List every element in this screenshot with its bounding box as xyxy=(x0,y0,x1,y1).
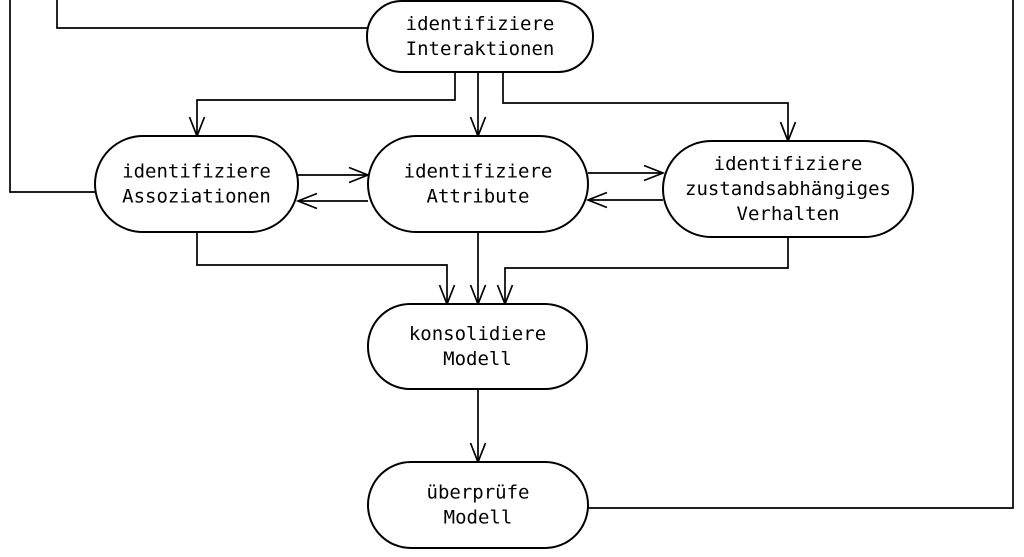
edge-interaktionen-assoziationen xyxy=(188,72,456,139)
node-shape-ueberpruefe xyxy=(367,461,589,549)
edge-line-offscreen-to-assoziationen xyxy=(9,0,95,193)
node-label-assoziationen: Assoziationen xyxy=(122,186,271,208)
node-label-konsolidiere: konsolidiere xyxy=(409,323,546,345)
edge-line-interaktionen-assoziationen xyxy=(196,72,456,136)
node-label-interaktionen: identifiziere xyxy=(406,13,555,35)
node-shape-verhalten xyxy=(662,140,914,238)
edge-assoziationen-attribute xyxy=(298,166,371,184)
node-shape-assoziationen xyxy=(94,135,299,233)
arrowhead-icon xyxy=(295,192,318,210)
edge-verhalten-konsolidiere xyxy=(496,237,789,307)
edge-attribute-konsolidiere xyxy=(469,232,487,307)
node-label-ueberpruefe: überprüfe xyxy=(427,482,530,504)
node-shape-interaktionen xyxy=(366,0,594,73)
node-label-verhalten: Verhalten xyxy=(737,203,840,225)
arrowhead-icon xyxy=(643,164,666,182)
edge-konsolidiere-ueberpruefe xyxy=(469,389,487,465)
edge-verhalten-attribute xyxy=(585,191,663,209)
edge-attribute-assoziationen xyxy=(295,192,368,210)
edge-interaktionen-attribute xyxy=(469,72,487,139)
node-label-assoziationen: identifiziere xyxy=(122,161,271,183)
node-label-attribute: Attribute xyxy=(427,186,530,208)
arrowhead-icon xyxy=(585,191,608,209)
node-shape-konsolidiere xyxy=(367,303,588,390)
edge-ueberpruefe-offscreen xyxy=(588,0,1014,509)
edge-line-assoziationen-konsolidiere xyxy=(196,232,448,304)
edge-offscreen-to-interaktionen xyxy=(56,0,367,29)
edge-attribute-verhalten xyxy=(588,164,666,182)
edge-line-offscreen-to-interaktionen xyxy=(56,0,367,29)
node-label-konsolidiere: Modell xyxy=(443,348,512,370)
node-label-ueberpruefe: Modell xyxy=(444,507,513,529)
edge-offscreen-to-assoziationen xyxy=(9,0,95,193)
edge-interaktionen-verhalten xyxy=(502,72,797,144)
node-shape-attribute xyxy=(367,135,589,233)
edge-line-ueberpruefe-offscreen xyxy=(588,0,1014,509)
edge-line-verhalten-konsolidiere xyxy=(504,237,789,304)
node-label-interaktionen: Interaktionen xyxy=(406,38,555,60)
edge-line-interaktionen-verhalten xyxy=(502,72,789,141)
node-label-verhalten: zustandsabhängiges xyxy=(685,178,891,200)
edge-assoziationen-konsolidiere xyxy=(196,232,456,307)
node-label-attribute: identifiziere xyxy=(404,161,553,183)
node-label-verhalten: identifiziere xyxy=(714,153,863,175)
